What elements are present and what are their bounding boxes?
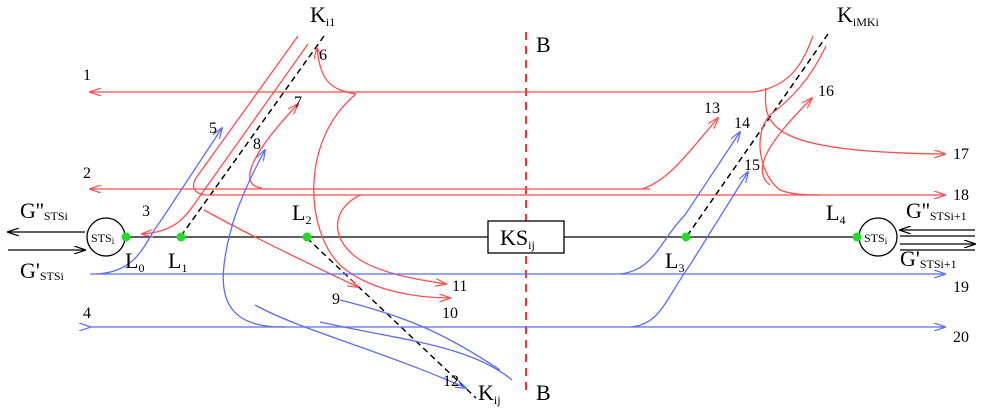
svg-text:Ki1: Ki1 <box>310 2 335 29</box>
flow-left-in-sub: STSi <box>40 269 65 283</box>
svg-text:L0: L0 <box>125 248 144 275</box>
red-flow-6 <box>317 48 357 95</box>
flow-left-in-main: G' <box>20 258 40 283</box>
branch-k-ij-sub: ij <box>494 393 501 407</box>
flow-left-out-main: G'' <box>20 198 44 223</box>
svg-text:L1: L1 <box>168 248 187 275</box>
flow-number-7: 7 <box>294 94 302 111</box>
red-flow-13 <box>641 118 718 190</box>
node-l4-main: L <box>826 200 839 225</box>
blue-flow-8 <box>222 150 286 328</box>
red-flow-10 <box>313 93 450 298</box>
red-flow-11 <box>336 194 447 284</box>
flow-number-14: 14 <box>734 115 750 132</box>
flow-right-out-sub: STSi+1 <box>920 257 957 271</box>
svg-text:Kij: Kij <box>478 380 501 407</box>
red-flow-7 <box>249 104 298 189</box>
flow-number-9: 9 <box>332 291 340 308</box>
node-l4-sub: 4 <box>839 213 845 227</box>
section-label-bottom: B <box>536 380 551 405</box>
station-left-sub: i <box>112 236 115 246</box>
station-right-sub: i <box>885 236 888 246</box>
flow-number-3: 3 <box>142 203 150 220</box>
branch-k-i1-main: K <box>310 2 326 27</box>
svg-text:STSi: STSi <box>91 231 115 246</box>
svg-text:KiMKi: KiMKi <box>837 2 880 29</box>
node-l0-main: L <box>125 248 138 273</box>
svg-text:L3: L3 <box>665 248 684 275</box>
flow-number-15: 15 <box>744 157 760 174</box>
node-l1-main: L <box>168 248 181 273</box>
flow-number-5: 5 <box>209 120 217 137</box>
svg-text:L4: L4 <box>826 200 845 227</box>
node-l1 <box>176 232 186 242</box>
flow-number-4: 4 <box>83 305 91 322</box>
branch-k-i1-sub: i1 <box>326 15 335 29</box>
node-l4 <box>852 232 862 242</box>
compressor-station-box <box>487 220 565 254</box>
svg-text:G''STSi+1: G''STSi+1 <box>906 198 967 223</box>
node-l2-sub: 2 <box>305 213 311 227</box>
branch-k-ij-main: K <box>478 380 494 405</box>
blue-flow-15 <box>629 172 748 328</box>
compressor-station-main: KS <box>500 225 528 250</box>
blue-flow-k-ij-a <box>339 299 501 371</box>
node-l3-sub: 3 <box>678 261 684 275</box>
red-flow-16 <box>761 98 812 186</box>
flow-number-11: 11 <box>452 278 467 295</box>
blue-flow-12 <box>254 304 466 388</box>
node-l0 <box>121 232 131 242</box>
station-left-main: STS <box>91 231 112 245</box>
red-flow-k-i1-3 <box>142 43 309 234</box>
node-l2 <box>302 232 312 242</box>
flow-number-13: 13 <box>704 100 720 117</box>
flow-number-17: 17 <box>953 146 969 163</box>
flow-right-in-main: G'' <box>906 198 930 223</box>
svg-text:STSi: STSi <box>864 231 888 246</box>
section-label-top: B <box>536 32 551 57</box>
blue-flow-14 <box>619 132 740 275</box>
flow-number-16: 16 <box>818 83 834 100</box>
node-l3-main: L <box>665 248 678 273</box>
svg-text:G''STSi: G''STSi <box>20 198 69 223</box>
svg-text:G'STSi: G'STSi <box>20 258 65 283</box>
node-l2-main: L <box>292 200 305 225</box>
svg-text:KSij: KSij <box>500 225 535 252</box>
svg-text:G'STSi+1: G'STSi+1 <box>900 246 957 271</box>
flow-number-1: 1 <box>83 67 91 84</box>
red-flow-k-imki-in <box>753 35 814 93</box>
node-l0-sub: 0 <box>138 261 144 275</box>
flow-number-6: 6 <box>319 47 327 64</box>
flow-number-12: 12 <box>443 373 459 390</box>
flow-number-20: 20 <box>953 329 969 346</box>
svg-text:L2: L2 <box>292 200 311 227</box>
flow-right-in-sub: STSi+1 <box>930 209 967 223</box>
blue-flow-5 <box>95 128 222 275</box>
flow-number-2: 2 <box>83 165 91 182</box>
flow-number-8: 8 <box>253 136 261 153</box>
node-l3 <box>681 232 691 242</box>
flow-left-out-sub: STSi <box>44 209 69 223</box>
node-l1-sub: 1 <box>181 261 187 275</box>
branch-k-imki-sub: iMKi <box>853 15 880 29</box>
station-right-main: STS <box>864 231 885 245</box>
branch-k-ij <box>306 237 477 399</box>
flow-right-out-main: G' <box>900 246 920 271</box>
blue-flow-k-ij-b <box>319 321 513 381</box>
flow-number-10: 10 <box>442 305 458 322</box>
compressor-station-sub: ij <box>528 238 535 252</box>
branch-k-imki-main: K <box>837 2 853 27</box>
red-flow-k-i1-a <box>192 35 299 196</box>
branch-k-imki <box>686 33 829 237</box>
red-flow-17 <box>764 87 945 154</box>
flow-number-19: 19 <box>953 279 969 296</box>
red-flow-9 <box>203 209 358 287</box>
flow-number-18: 18 <box>953 187 969 204</box>
branch-k-i1 <box>180 35 325 237</box>
red-flow-k-imki-b <box>759 45 827 196</box>
